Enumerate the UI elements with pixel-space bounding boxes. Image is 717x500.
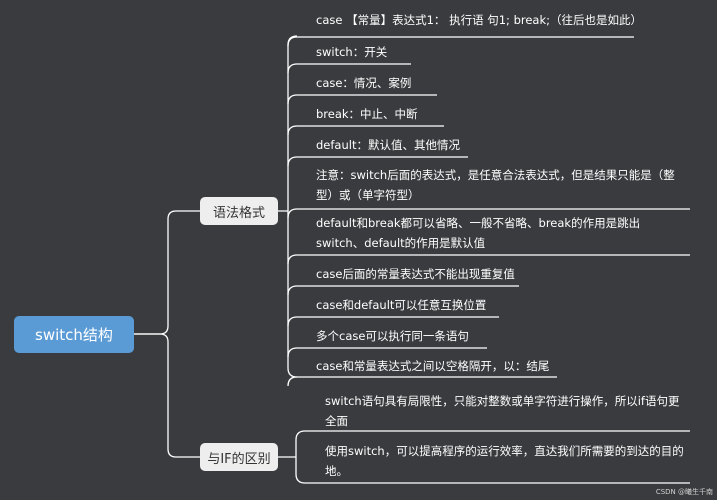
- root-node[interactable]: switch结构: [14, 316, 134, 353]
- leaf-no-duplicate-case: case后面的常量表达式不能出现重复值: [316, 267, 515, 281]
- leaf-switch-meaning: switch：开关: [316, 45, 388, 59]
- link-root-branch-2: [134, 333, 200, 458]
- link-root-branch-1: [134, 210, 200, 335]
- leaf-default-meaning: default：默认值、其他情况: [316, 138, 460, 152]
- leaf-switch-efficiency: 使用switch，可以提高程序的运行效率，直达我们所需要的到达的目的地。: [325, 444, 684, 478]
- credit-watermark: CSDN @曦生千南: [655, 488, 713, 496]
- leaf-default-break-note: default和break都可以省略、一般不省略、break的作用是跳出swit…: [316, 216, 641, 250]
- leaf-case-syntax: case 【常量】表达式1： 执行语 句1; break;（往后也是如此）: [316, 13, 642, 27]
- branch-syntax-format[interactable]: 语法格式: [200, 197, 278, 225]
- leaf-case-meaning: case：情况、案例: [316, 76, 412, 90]
- branch-1-leaf-lines: [287, 36, 690, 387]
- leaf-swap-position: case和default可以任意互换位置: [316, 298, 487, 312]
- leaf-break-meaning: break：中止、中断: [316, 107, 418, 121]
- leaf-space-colon: case和常量表达式之间以空格隔开，以：结尾: [316, 359, 550, 373]
- leaf-expression-note: 注意：switch后面的表达式，是任意合法表达式，但是结果只能是（整型）或（单字…: [316, 168, 675, 202]
- leaf-multiple-case: 多个case可以执行同一条语句: [316, 329, 469, 343]
- branch-difference-from-if[interactable]: 与IF的区别: [200, 443, 278, 471]
- branch-2-links: [278, 430, 690, 484]
- leaf-switch-limitation: switch语句具有局限性，只能对整数或单字符进行操作，所以if语句更全面: [325, 394, 680, 428]
